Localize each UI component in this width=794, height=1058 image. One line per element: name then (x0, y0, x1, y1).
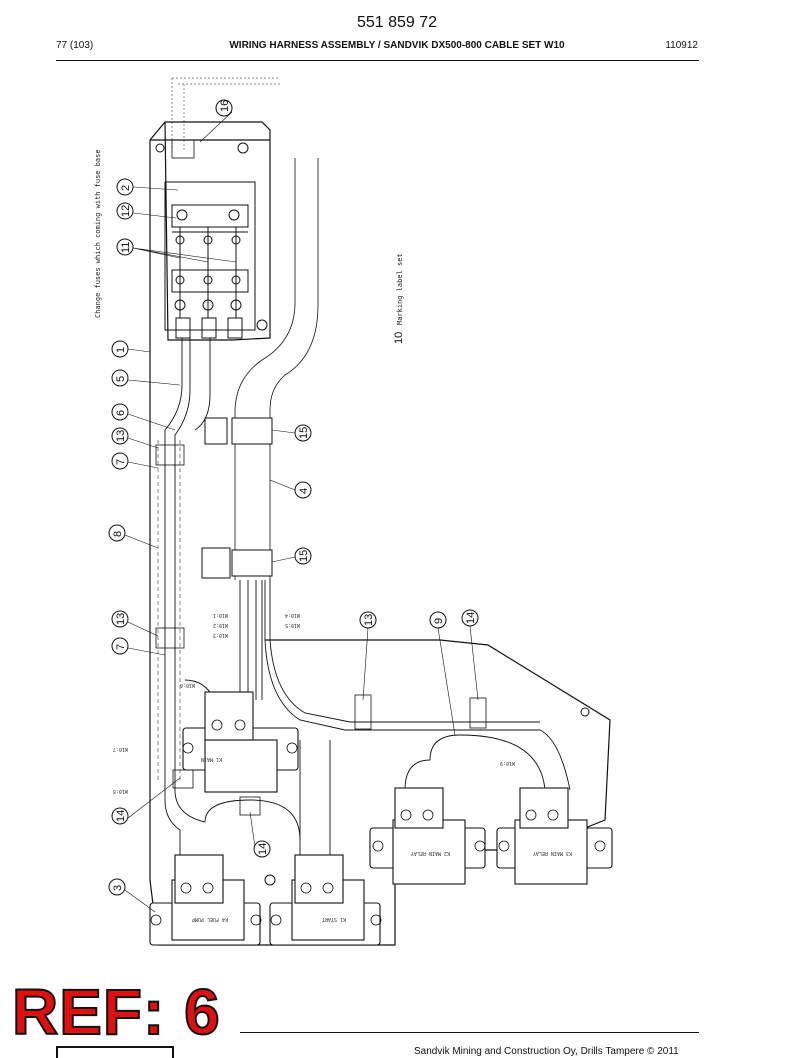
svg-text:13: 13 (115, 613, 127, 625)
callout-13: 13 (111, 427, 129, 445)
ref-stamp: REF: 6 (11, 976, 221, 1048)
svg-text:15: 15 (298, 427, 310, 439)
svg-text:13: 13 (363, 614, 375, 626)
fuse-change-note: Change fuses which coming with fuse base (94, 149, 102, 318)
footer-rule (240, 1032, 699, 1033)
page-number: 77 (103) (56, 40, 94, 51)
relay-k3-label: K3 MAIN RELAY (533, 850, 572, 856)
callout-7: 7 (111, 637, 129, 655)
wire-label: W10:2 (213, 622, 228, 628)
callout-2: 2 (116, 178, 134, 196)
callout-15: 15 (294, 424, 312, 442)
svg-text:12: 12 (120, 205, 132, 217)
wire-label: W10:6 (180, 682, 195, 688)
svg-text:14: 14 (465, 612, 477, 624)
callout-3: 3 (108, 878, 126, 896)
wire-label: W10:3 (213, 632, 228, 638)
relay-k1-main-label: K1 MAIN (201, 756, 222, 762)
wire-label: W10:9 (500, 760, 515, 766)
svg-text:8: 8 (112, 531, 124, 537)
relay-k4-label: K4 FUEL PUMP (192, 916, 228, 922)
footer-copyright: Sandvik Mining and Construction Oy, Dril… (414, 1046, 679, 1057)
page-title: WIRING HARNESS ASSEMBLY / SANDVIK DX500-… (229, 40, 565, 51)
tie-mounts (155, 139, 487, 816)
header-rule (56, 60, 699, 61)
document-date: 110912 (665, 40, 698, 51)
corrugated-conduit (234, 158, 319, 580)
svg-text:1: 1 (115, 347, 127, 353)
wire-label: W10:8 (113, 788, 128, 794)
relay-screws (150, 719, 606, 926)
callout-14: 14 (111, 807, 129, 825)
callout-9: 9 (429, 611, 447, 629)
relay-drawings (149, 691, 613, 946)
callouts: 16 2 12 11 1 5 6 13 7 15 4 8 15 13 7 13 … (108, 99, 479, 896)
callout-14: 14 (253, 840, 271, 858)
svg-text:13: 13 (115, 430, 127, 442)
callout-16: 16 (215, 99, 233, 117)
callout-13: 13 (111, 610, 129, 628)
callout-5: 5 (111, 369, 129, 387)
callout-12: 12 (116, 202, 134, 220)
cable-channel (157, 440, 181, 780)
callout-1: 1 (111, 340, 129, 358)
callout-6: 6 (111, 403, 129, 421)
clamp-15-upper-tab (204, 417, 228, 445)
callout-4: 4 (294, 481, 312, 499)
document-number: 551 859 72 (356, 14, 438, 31)
clamp-15-lower (231, 549, 273, 577)
relay-k2-label: K2 MAIN RELAY (411, 850, 450, 856)
svg-text:11: 11 (120, 242, 132, 253)
incoming-cable (171, 77, 280, 150)
leader-lines (124, 111, 479, 913)
callout-13: 13 (359, 611, 377, 629)
svg-text:5: 5 (115, 376, 127, 382)
svg-text:14: 14 (257, 843, 269, 855)
marking-label-note: Marking label set (396, 253, 404, 325)
svg-text:2: 2 (120, 185, 132, 191)
callout-7: 7 (111, 452, 129, 470)
svg-text:7: 7 (115, 644, 127, 650)
svg-text:14: 14 (115, 810, 127, 822)
svg-text:6: 6 (115, 410, 127, 416)
clamp-15-upper (231, 417, 273, 445)
svg-text:15: 15 (298, 550, 310, 562)
svg-text:9: 9 (433, 618, 445, 624)
callout-15: 15 (294, 547, 312, 565)
callout-11: 11 (116, 238, 134, 256)
svg-text:3: 3 (112, 885, 124, 891)
svg-text:4: 4 (298, 488, 310, 494)
callout-8: 8 (108, 524, 126, 542)
svg-text:7: 7 (115, 459, 127, 465)
wire-label: W10:5 (285, 622, 300, 628)
wire-label: W10:4 (285, 612, 300, 618)
wire-label: W10:7 (113, 746, 128, 752)
wire-bundles (164, 338, 571, 870)
relay-k1-start-label: K1 START (322, 916, 346, 922)
svg-text:16: 16 (219, 100, 231, 112)
clamp-15-lower-tab (201, 547, 231, 579)
callout-14: 14 (461, 609, 479, 627)
marking-label-callout: 10 (393, 332, 405, 344)
wire-label: W10:1 (213, 612, 228, 618)
fuse-base (164, 181, 256, 339)
company-logo-outline (56, 1046, 174, 1058)
